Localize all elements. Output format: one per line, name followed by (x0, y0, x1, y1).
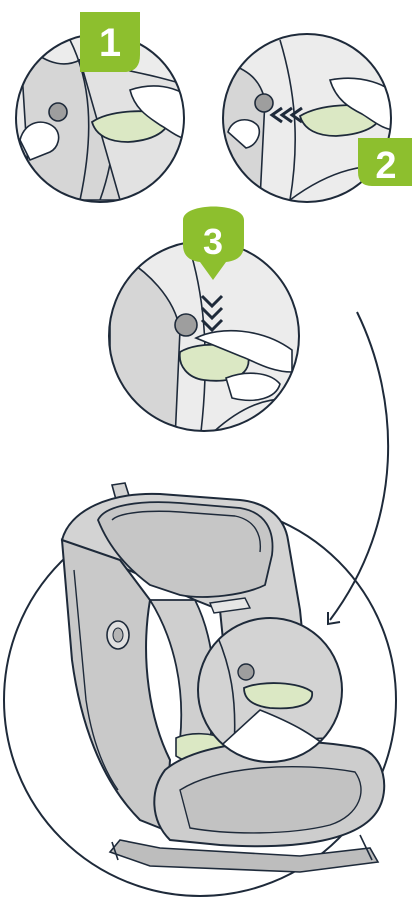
step-2-number: 2 (375, 145, 396, 187)
step-3-number: 3 (203, 221, 223, 262)
curved-arrow (328, 312, 388, 624)
step-1-number: 1 (99, 21, 121, 65)
step-2-badge: 2 (358, 138, 412, 187)
step-1-badge: 1 (80, 12, 140, 72)
right-belt-guide (244, 683, 312, 708)
step-3-panel (105, 240, 305, 440)
